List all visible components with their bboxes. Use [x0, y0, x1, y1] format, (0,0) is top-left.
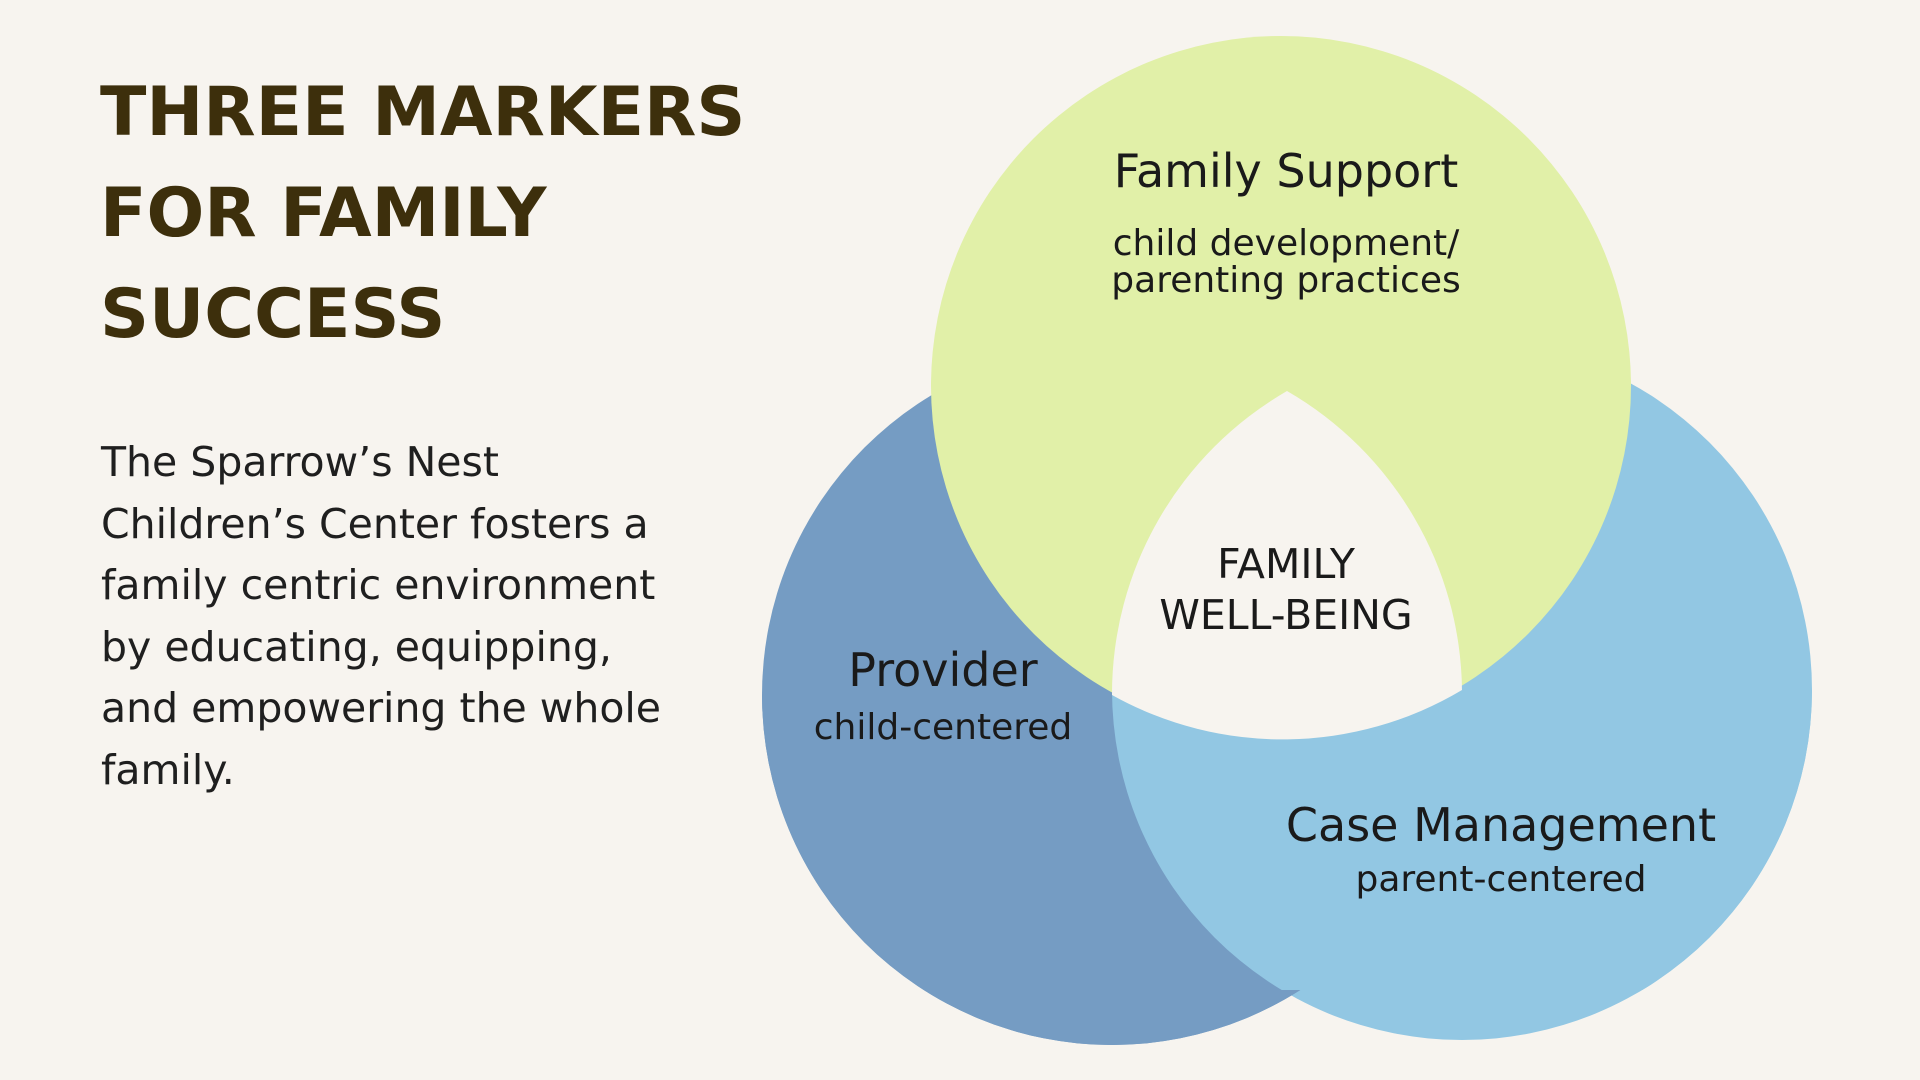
center-label: WELL-BEING [1159, 591, 1412, 639]
provider-subtitle: child-centered [814, 707, 1073, 748]
center-region [1111, 391, 1462, 740]
intro-line: family. [101, 745, 235, 794]
intro-paragraph: The Sparrow’s Nest Children’s Center fos… [101, 432, 721, 801]
intro-line: family centric environment [101, 561, 656, 609]
case-management-title: Case Management [1286, 798, 1716, 852]
case-management-subtitle: parent-centered [1355, 859, 1646, 900]
page-title-line: SUCCESS [100, 275, 446, 354]
center-label: FAMILY [1217, 540, 1356, 588]
family-support-title: Family Support [1114, 144, 1458, 198]
page-title-line: THREE MARKERS [100, 73, 746, 152]
family-support-subtitle: parenting practices [1111, 260, 1460, 301]
intro-line: and empowering the whole [101, 684, 662, 732]
family-support-subtitle: child development/ [1113, 223, 1460, 264]
case-management-circle-overlap [1112, 690, 1812, 990]
intro-line: by educating, equipping, [101, 622, 612, 671]
provider-title: Provider [848, 643, 1037, 697]
intro-line: Children’s Center fosters a [101, 499, 649, 548]
page-title: THREE MARKERS FOR FAMILY SUCCESS [100, 62, 746, 365]
family-support-circle [931, 36, 1631, 736]
page-title-line: FOR FAMILY [100, 174, 547, 253]
intro-line: The Sparrow’s Nest [101, 438, 499, 486]
